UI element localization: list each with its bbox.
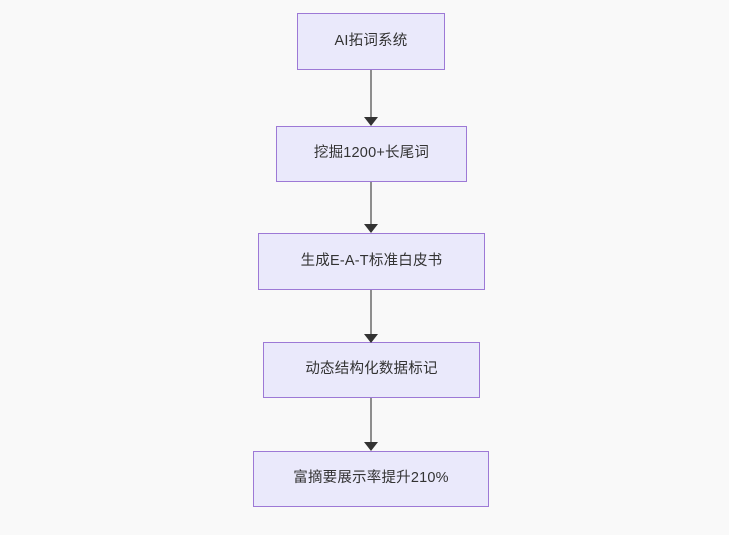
- node-label: 挖掘1200+长尾词: [313, 145, 430, 162]
- flowchart-node-generate-eat-whitepaper[interactable]: 生成E-A-T标准白皮书: [258, 233, 485, 290]
- node-label: 动态结构化数据标记: [305, 361, 438, 378]
- flowchart-node-mine-longtail-keywords[interactable]: 挖掘1200+长尾词: [276, 126, 467, 182]
- flowchart-edge-2: [370, 290, 372, 335]
- arrow-down-icon: [364, 334, 378, 343]
- flowchart-node-dynamic-structured-data-markup[interactable]: 动态结构化数据标记: [263, 342, 480, 398]
- flowchart-node-ai-keyword-system[interactable]: AI拓词系统: [297, 13, 445, 70]
- node-label: 富摘要展示率提升210%: [293, 470, 449, 487]
- node-label: 生成E-A-T标准白皮书: [300, 252, 443, 269]
- arrow-down-icon: [364, 224, 378, 233]
- arrow-down-icon: [364, 442, 378, 451]
- flowchart-edge-0: [370, 70, 372, 118]
- flowchart-edge-3: [370, 398, 372, 443]
- flowchart-node-rich-snippet-impression-uplift[interactable]: 富摘要展示率提升210%: [253, 451, 489, 507]
- node-label: AI拓词系统: [334, 32, 408, 49]
- arrow-down-icon: [364, 117, 378, 126]
- flowchart-edge-1: [370, 182, 372, 225]
